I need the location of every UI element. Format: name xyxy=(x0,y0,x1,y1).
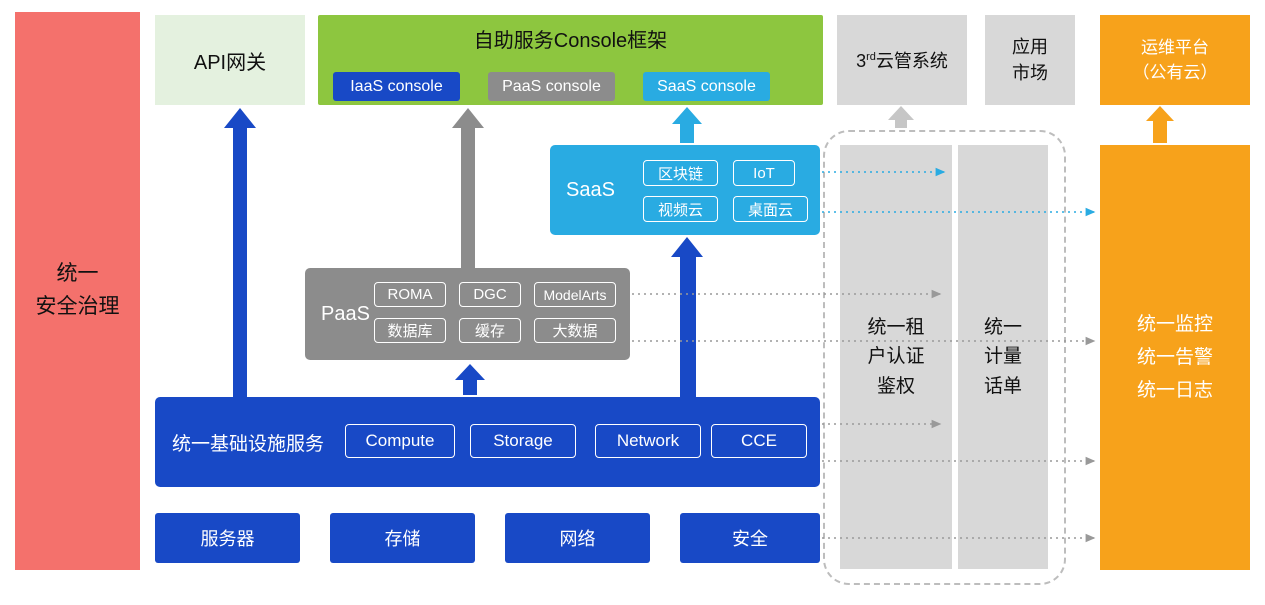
saas-item-desktop-cloud: 桌面云 xyxy=(733,196,808,222)
saas-item-video-cloud: 视频云 xyxy=(643,196,718,222)
unified-infrastructure-layer: 统一基础设施服务 Compute Storage Network CCE xyxy=(155,397,820,487)
saas-item-iot: IoT xyxy=(733,160,795,186)
iaas-item-storage: Storage xyxy=(470,424,576,458)
arrow-iaas-to-paas xyxy=(455,364,485,395)
unified-tenant-auth-label: 统一租 户认证 鉴权 xyxy=(867,316,925,397)
unified-monitoring-alert-log-label: 统一监控 统一告警 统一日志 xyxy=(1136,313,1213,402)
arrow-monitoring-to-om-platform xyxy=(1146,106,1174,143)
paas-console-chip: PaaS console xyxy=(488,72,615,101)
iaas-item-compute: Compute xyxy=(345,424,455,458)
unified-security-governance-bar: 统一 安全治理 xyxy=(15,12,140,570)
paas-item-cache: 缓存 xyxy=(459,318,521,343)
paas-layer: PaaS ROMA DGC ModelArts 数据库 缓存 大数据 xyxy=(305,268,630,360)
arrow-saas-to-saas-console xyxy=(672,107,702,143)
api-gateway-label: API网关 xyxy=(193,51,267,74)
unified-tenant-auth-column: 统一租 户认证 鉴权 xyxy=(840,145,952,569)
unified-metering-column: 统一 计量 话单 xyxy=(958,145,1048,569)
third-party-cloud-mgmt-label: 3rd云管系统 xyxy=(856,51,948,71)
saas-layer-label: SaaS xyxy=(566,178,615,201)
hardware-server-box: 服务器 xyxy=(155,513,300,563)
unified-infrastructure-label: 统一基础设施服务 xyxy=(172,433,325,455)
unified-metering-label: 统一 计量 话单 xyxy=(983,316,1022,397)
api-gateway-box: API网关 xyxy=(155,15,305,105)
hardware-storage-box: 存储 xyxy=(330,513,475,563)
saas-console-chip: SaaS console xyxy=(643,72,770,101)
self-service-console-framework: 自助服务Console框架 IaaS console PaaS console … xyxy=(318,15,823,105)
om-platform-label: 运维平台 （公有云） xyxy=(1132,37,1218,83)
paas-item-dgc: DGC xyxy=(459,282,521,307)
paas-item-modelarts: ModelArts xyxy=(534,282,616,307)
arrow-iaas-to-api-gateway xyxy=(224,108,256,397)
hardware-security-box: 安全 xyxy=(680,513,820,563)
app-market-label: 应用 市场 xyxy=(1012,36,1048,83)
console-framework-title: 自助服务Console框架 xyxy=(473,30,668,52)
paas-item-roma: ROMA xyxy=(374,282,446,307)
paas-item-database: 数据库 xyxy=(374,318,446,343)
saas-layer: SaaS 区块链 IoT 视频云 桌面云 xyxy=(550,145,820,235)
arrow-paas-to-console-framework xyxy=(452,108,484,268)
iaas-item-network: Network xyxy=(595,424,701,458)
saas-item-blockchain: 区块链 xyxy=(643,160,718,186)
shared-services-dashed-container xyxy=(823,130,1066,585)
iaas-console-chip: IaaS console xyxy=(333,72,460,101)
paas-item-bigdata: 大数据 xyxy=(534,318,616,343)
arrow-shared-to-3rd-cloud-mgmt xyxy=(888,106,914,128)
hardware-network-box: 网络 xyxy=(505,513,650,563)
arrow-iaas-to-saas xyxy=(671,237,703,397)
om-platform-public-cloud-box: 运维平台 （公有云） xyxy=(1100,15,1250,105)
paas-layer-label: PaaS xyxy=(321,302,370,325)
app-market-box: 应用 市场 xyxy=(985,15,1075,105)
third-party-cloud-mgmt-box: 3rd云管系统 xyxy=(837,15,967,105)
unified-monitoring-alert-log-box: 统一监控 统一告警 统一日志 xyxy=(1100,145,1250,570)
iaas-item-cce: CCE xyxy=(711,424,807,458)
unified-security-governance-label: 统一 安全治理 xyxy=(35,262,120,318)
